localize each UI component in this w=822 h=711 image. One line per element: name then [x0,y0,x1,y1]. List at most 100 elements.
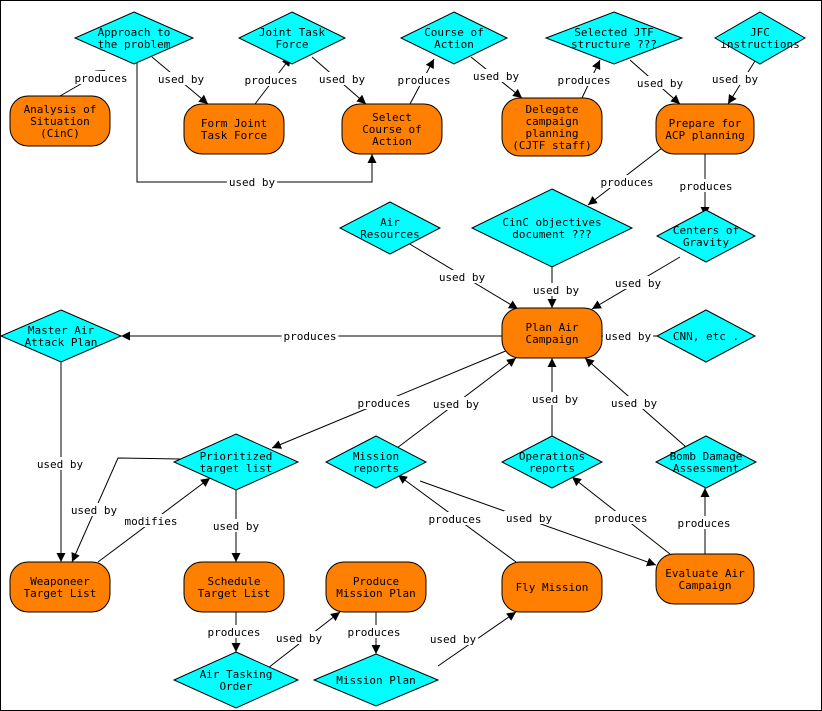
edge-label-text: used by [506,512,553,525]
edge-label-plan_air-ptl: produces [355,396,413,410]
edge-label-text: used by [229,176,276,189]
artifact-jfc-label-line-2: instructions [720,38,799,51]
edge-label-text: produces [398,74,451,87]
artifact-sel_jtf-label-line-1: Selected JTF [574,26,653,39]
edge-label-bg [226,175,278,188]
edge-label-bg [155,72,207,85]
process-plan_air-label-line-1: Plan Air [526,321,579,334]
edge-label-text: used by [532,393,579,406]
process-evaluate-label-line-1: Evaluate Air [665,567,745,580]
edge-label-text: produces [348,626,401,639]
edge-label-bg [470,69,522,82]
edge-label-bg [634,76,686,89]
artifact-mplan-label-line-1: Mission Plan [336,674,415,687]
edge-label-bg [355,396,413,409]
edge-label-prepare_acp-cinc_obj: produces [598,175,656,189]
process-delegate-label-line-3: planning [526,127,579,140]
artifact-opreports-label-line-2: reports [529,462,575,475]
edge-label-bg [273,631,325,644]
artifact-cog-label-line-2: Gravity [683,236,730,249]
edge-label-evaluate-opreports: produces [592,511,650,525]
edge-label-bg [503,511,555,524]
edge-label-bg [122,514,180,527]
artifact-mreports-label-line-1: Mission [353,450,399,463]
process-select_coa-label-line-2: Course of [362,123,422,136]
artifact-jtf-label-line-2: Force [275,38,308,51]
edge-label-bg [345,625,403,638]
edge-label-bg [529,392,581,405]
edge-label-text: produces [678,517,731,530]
edge-label-analysis-approach: produces [72,71,130,85]
process-analysis-label-line-1: Analysis of [24,103,97,116]
artifact-cog-shape [655,209,757,263]
edge-label-text: produces [358,397,411,410]
edge-label-schedule-ato: produces [205,625,263,639]
process-select_coa-label-line-3: Action [372,135,412,148]
edge-label-text: used by [71,504,118,517]
edge-ptl-weaponeer [71,457,181,563]
artifact-cnn[interactable]: CNN, etc . [655,309,757,363]
edge-label-bg [530,283,582,296]
artifact-mplan[interactable]: Mission Plan [312,653,440,707]
process-prepare_acp-label-line-2: ACP planning [665,129,744,142]
process-prepare_acp-shape [655,103,755,155]
edge-label-text: used by [533,284,580,297]
process-fly-label-line-1: Fly Mission [516,581,589,594]
process-plan_air-label-line-2: Campaign [526,333,579,346]
edge-label-bg [436,270,488,283]
process-fly[interactable]: Fly Mission [501,561,603,613]
edge-label-text: produces [595,512,648,525]
edge-label-text: produces [284,330,337,343]
process-form_jtf-label-line-2: Task Force [201,129,267,142]
process-schedule-label-line-2: Target List [198,587,271,600]
edge-label-coa-delegate: used by [470,69,522,83]
process-delegate-shape [501,97,603,157]
edge-label-ptl-weaponeer: used by [68,503,120,517]
edge-label-bda-plan_air: used by [608,396,660,410]
edge-label-bg [555,73,613,86]
edge-label-bg [395,73,453,86]
artifact-maap-shape [0,309,123,363]
edge-label-text: produces [429,513,482,526]
edge-label-bg [426,512,484,525]
edge-label-text: used by [276,632,323,645]
process-plan_air-shape [501,307,603,359]
process-weaponeer-shape [9,561,111,613]
process-delegate-label-line-4: (CJTF staff) [512,139,591,152]
edge-label-opreports-plan_air: used by [529,392,581,406]
edge-label-bg [709,72,761,85]
edge-label-bg [68,503,120,516]
process-produce_mp-label-line-2: Mission Plan [336,587,415,600]
edge-label-text: produces [245,74,298,87]
process-weaponeer-label-line-2: Target List [24,587,97,600]
edge-label-ptl-schedule: used by [210,519,262,533]
artifact-jfc-label-line-1: JFC [750,26,770,39]
process-produce_mp-label-line-1: Produce [353,575,399,588]
artifact-ptl-label-line-2: target list [200,462,273,475]
artifact-sel_jtf-label-line-2: structure ??? [571,38,657,51]
